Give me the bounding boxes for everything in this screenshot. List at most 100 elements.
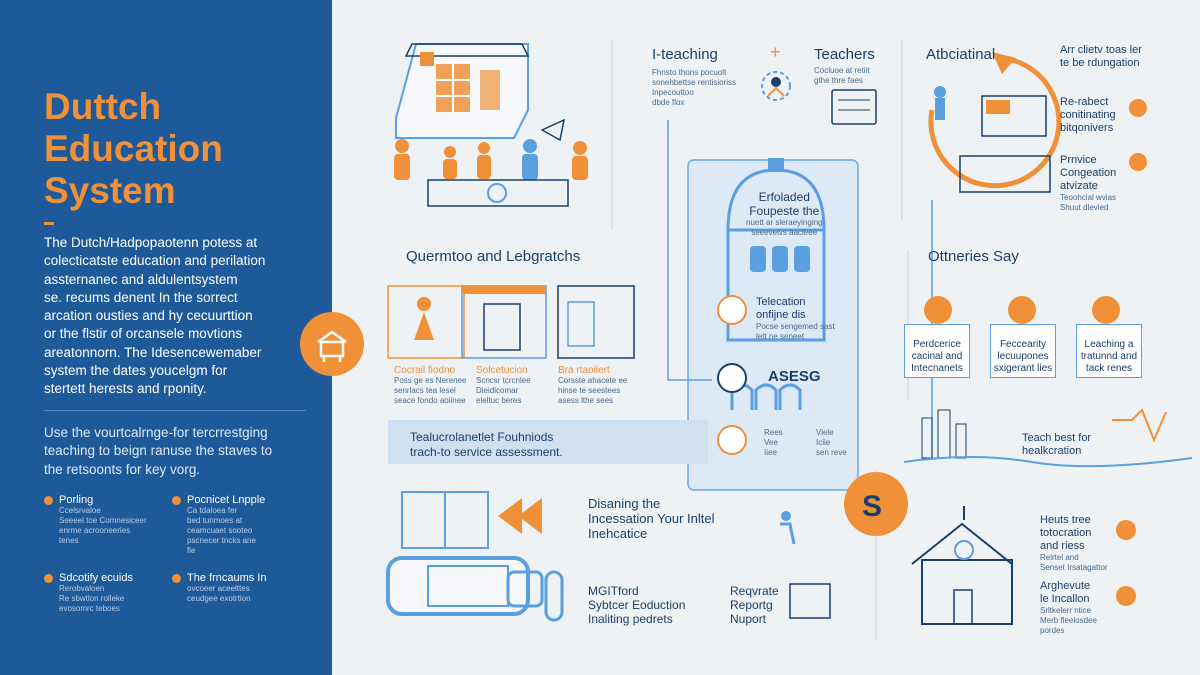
card-line: Dieidicomar [476,386,519,395]
topright-note: Arr clietv toas ler te be rdungation [1060,44,1142,70]
chart-icon: S [844,408,1193,536]
quote-line: cacinal and [911,351,963,362]
desc-line: Inpecouttoo [652,88,694,97]
text-line: seeevelvs aacleee [751,228,818,237]
note-line: Use the vourtcalrnge-for tercrrestging [44,425,268,440]
note-line: te be rdungation [1060,57,1140,69]
card-line: Poss ge es Nerenee [394,376,467,385]
students-icon [394,118,588,207]
intro-line: stertett herests and rponity. [44,381,207,397]
teachers-desc: Cocluoe at retiit gthe thre faes [814,66,870,86]
text-line: Disaning the [588,496,661,511]
card-line: hinse te seestees [558,386,621,395]
item-title: The frncaums In [187,572,267,584]
text-line: Arghevute [1040,580,1091,592]
text-line: MGITford [588,584,639,598]
text-line: Pocse sengemed sast [756,322,835,331]
section-title-ottneries: Ottneries Say [928,248,1019,265]
text-line: Erfoladed [758,190,810,204]
heuts-text: Heuts tree totocration and riess Relrtel… [1040,514,1108,573]
item-line: evosomrc teboes [59,604,120,613]
card-line: Scncsr tcrcnlee [476,376,531,385]
school-house-icon [911,506,1136,625]
item-line: Ccelsrvaloe [59,506,101,515]
list-item: sen reve [816,448,847,457]
intro-line: assternanec and aldulentsystem [44,271,238,287]
quote-line: Perdcerice [913,339,961,350]
intro-line: se. recums denent In the sorrect [44,289,238,305]
text-line: Congeation [1060,167,1117,179]
teacher-icon: + [761,42,877,125]
section-title-iteaching: I-teaching [652,46,718,63]
text-line: Heuts tree [1040,514,1091,526]
text-line: and riess [1040,540,1085,552]
bullet-icon [44,573,53,583]
page-title: Duttch Education System [44,86,304,212]
quote-line: Intecnanets [911,363,963,374]
item-line: ceamcuaet sooteo [187,526,253,535]
note-line: Arr clietv toas ler [1060,44,1142,56]
section-title-atbciatinal: Atbciatinal [926,46,996,63]
desc-line: Fhnsto thons pocuolt [652,68,727,77]
sidebar-item: Sdcotify ecuids Rerobvaloen Re sbwtlon r… [44,572,172,614]
item-line: ovcoeer aceelttes [187,584,250,593]
quote-line: Feccearity [999,339,1047,350]
text-line: Reportg [730,598,773,612]
teachbest-text: Teach best for healkcration [1022,432,1091,458]
text-line: Foupeste the [749,204,820,218]
classroom-illustrations [387,285,635,359]
mgitford-text: MGITford Sybtcer Eoduction Inaliting ped… [588,584,685,626]
text-line: Shuut dlevied [1060,203,1109,212]
intro-text: The Dutch/Hadpopaotenn potess at colecti… [44,234,294,399]
item-line: ceudgee exotrtion [187,594,251,603]
text-line: Inehcatice [588,526,648,541]
bullet-icon [172,495,181,505]
list-item: Vee [764,438,778,447]
cycle-arrow-icon [928,52,1147,193]
rerabect-text: Re-rabect conitinating bitqonivers [1060,96,1116,135]
desc-line: dbde flox [652,98,685,107]
desc-line: sonehbettse rentisioriss [652,78,737,87]
note-line: the retsoonts for key vorg. [44,461,201,477]
text-line: Reqvrate [730,584,779,598]
desc-line: Cocluoe at retiit [814,66,870,75]
item-line: Seeeel toe Comnesiceer [59,516,147,525]
card-line: asess lthe sees [558,396,614,405]
quote-line: Leaching a [1084,339,1134,350]
bullet-icon [44,495,53,505]
text-line: atvizate [1060,180,1098,192]
text-line: pordes [1040,626,1065,635]
list-item: Iiee [764,448,777,457]
card-1: Cocrail fiodno Poss ge es Nerenee senrla… [394,366,467,406]
illustration-layer: + [386,40,1193,640]
quote-card-1: Perdcerice cacinal and Intecnanets [904,324,970,378]
sidebar-item: The frncaums In ovcoeer aceelttes ceudge… [172,572,300,604]
text-line: healkcration [1022,445,1082,457]
arch-text: Erfoladed Foupeste the nuett ar sleraeyi… [746,190,823,238]
title-line: Duttch [44,86,162,127]
text-line: le Incallon [1040,593,1090,605]
sidebar: Duttch Education System The Dutch/Hadpop… [0,0,332,675]
text-line: bitqonivers [1060,122,1114,134]
text-line: Merb fleelosdee [1040,616,1097,625]
school-building-icon [395,43,530,139]
divider [44,410,306,411]
svg-text:+: + [770,42,781,62]
intro-line: system the dates youcelgm for [44,363,228,379]
note-text: Use the vourtcalrnge-for tercrrestging t… [44,424,294,479]
card-2: Solcetucion Scncsr tcrcnlee Dieidicomar … [476,366,531,406]
text-line: Tealucrolanetlet Fouhniods [410,430,554,444]
text-line: Incessation Your Inltel [588,511,715,526]
main-infographic: + [332,0,1200,675]
title-line: System [44,170,176,211]
tablet-icon [386,491,831,622]
item-line: fie [187,546,196,555]
card-title: Bra rtaoilert [558,365,610,376]
item-line: Rerobvaloen [59,584,105,593]
text-line: Prnvice [1060,154,1097,166]
text-line: Relrtel and [1040,553,1079,562]
text-line: Inaliting pedrets [588,612,673,626]
intro-line: The Dutch/Hadpopaotenn potess at [44,235,258,250]
disaning-text: Disaning the Incessation Your Inltel Ine… [588,496,714,541]
quote-card-3: Leaching a tratunnd and tack renes [1076,324,1142,378]
